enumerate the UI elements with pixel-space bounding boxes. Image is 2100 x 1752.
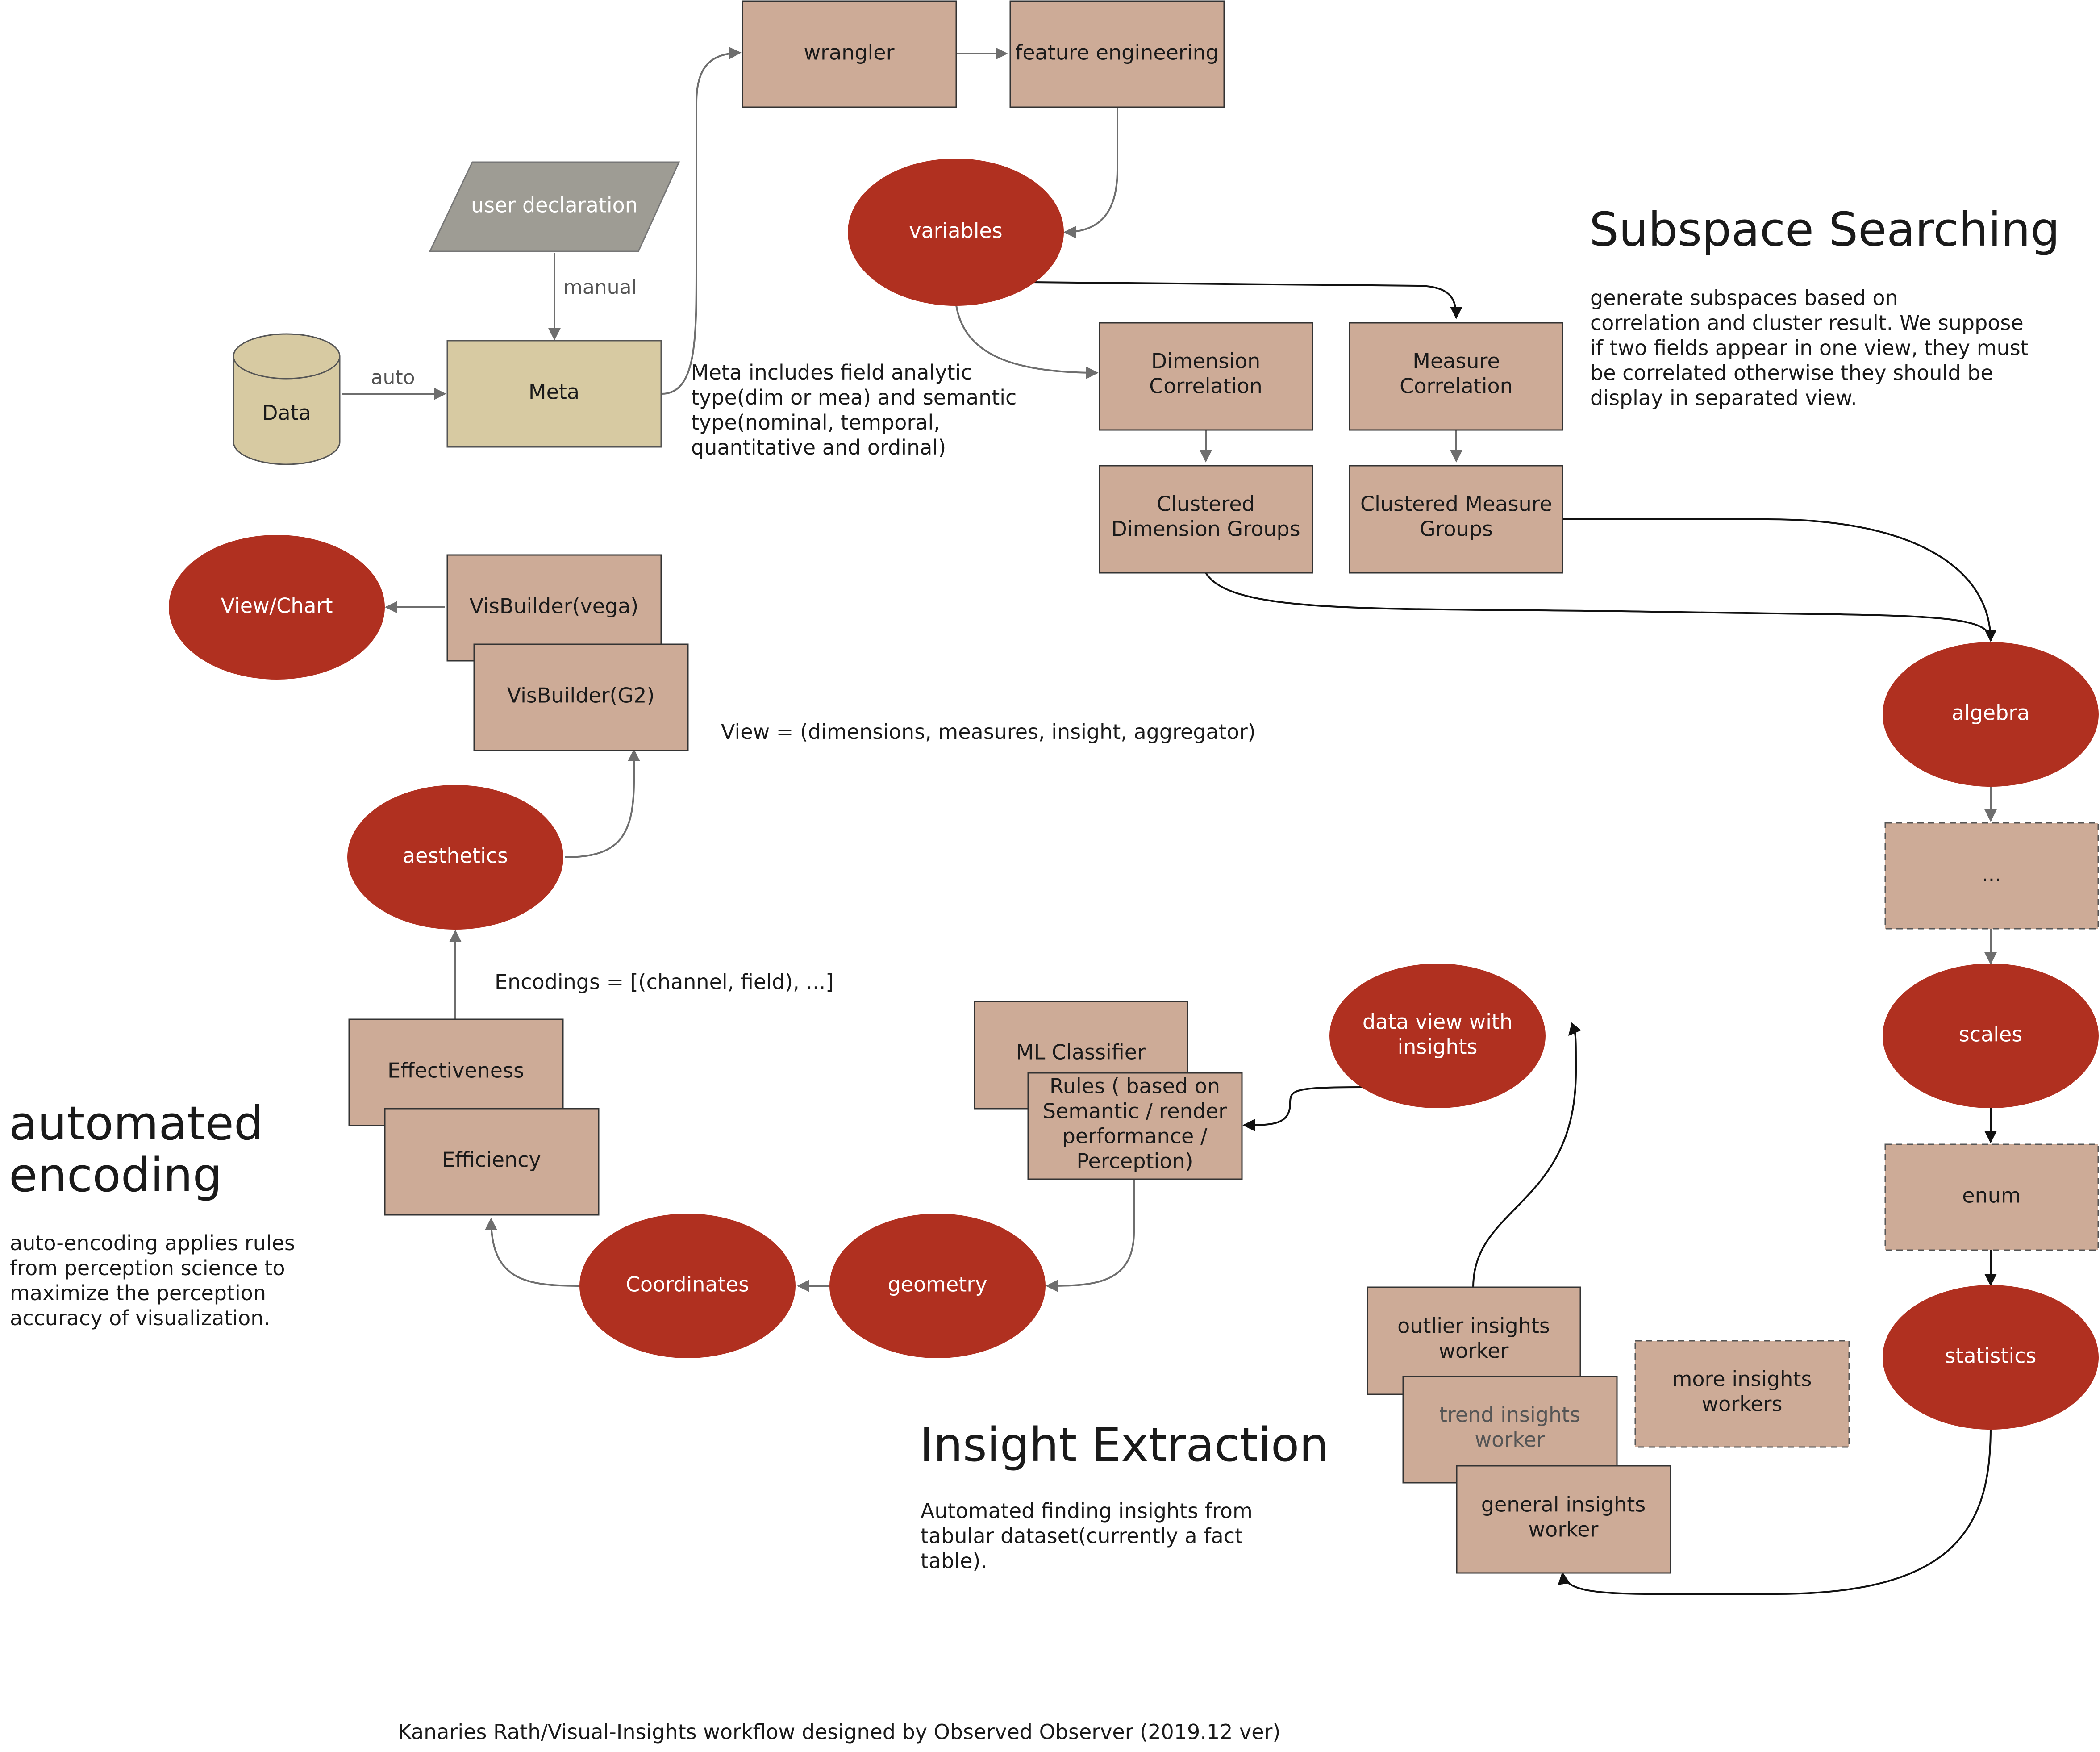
svg-text:variables: variables — [909, 219, 1003, 243]
svg-text:algebra: algebra — [1952, 701, 2030, 725]
svg-text:Dimension: Dimension — [1151, 349, 1261, 373]
general-insights-worker-box[interactable]: general insights worker — [1456, 1465, 1671, 1574]
svg-text:worker: worker — [1529, 1518, 1599, 1542]
svg-text:Semantic / render: Semantic / render — [1043, 1099, 1227, 1123]
enum-box[interactable]: enum — [1884, 1143, 2099, 1251]
encodings-formula: Encodings = [(channel, field), ...] — [495, 970, 833, 994]
svg-text:worker: worker — [1439, 1339, 1509, 1363]
insight-extraction-description: Automated finding insights from tabular … — [921, 1499, 1259, 1573]
svg-text:outlier insights: outlier insights — [1397, 1314, 1550, 1338]
svg-text:scales: scales — [1959, 1022, 2023, 1047]
edge-data-view-to-rules — [1242, 1086, 1364, 1131]
statistics-ellipse[interactable]: statistics — [1883, 1285, 2099, 1430]
feature-engineering-box[interactable]: feature engineering — [1009, 0, 1225, 108]
svg-text:Meta: Meta — [529, 380, 579, 404]
measure-correlation-box[interactable]: Measure Correlation — [1349, 322, 1563, 431]
svg-text:Effectiveness: Effectiveness — [388, 1059, 524, 1083]
edge-feature-engineering-to-variables — [1063, 107, 1118, 238]
svg-text:...: ... — [1982, 862, 2001, 886]
svg-text:trend insights: trend insights — [1439, 1403, 1580, 1427]
automated-encoding-title: automated encoding — [9, 1096, 278, 1202]
edge-rules-to-geometry — [1046, 1180, 1135, 1292]
more-insights-workers-box[interactable]: more insights workers — [1634, 1340, 1850, 1448]
edge-variables-to-dimension-correlation — [955, 305, 1099, 379]
aesthetics-ellipse[interactable]: aesthetics — [347, 785, 563, 930]
svg-text:Clustered Measure: Clustered Measure — [1360, 492, 1552, 516]
svg-text:Correlation: Correlation — [1149, 374, 1262, 398]
svg-text:Measure: Measure — [1412, 349, 1500, 373]
svg-text:Data: Data — [262, 401, 311, 425]
ellipsis-box[interactable]: ... — [1884, 822, 2099, 930]
svg-text:insights: insights — [1397, 1035, 1477, 1059]
svg-text:ML Classifier: ML Classifier — [1016, 1040, 1146, 1064]
visbuilder-vega-box[interactable]: VisBuilder(vega) — [446, 554, 662, 662]
automated-encoding-description: auto-encoding applies rules from percept… — [10, 1231, 302, 1330]
svg-text:Dimension Groups: Dimension Groups — [1111, 517, 1300, 541]
variables-ellipse[interactable]: variables — [848, 159, 1064, 306]
edge-aesthetics-to-visbuilder — [564, 749, 640, 858]
svg-text:enum: enum — [1962, 1184, 2021, 1208]
svg-text:aesthetics: aesthetics — [403, 844, 508, 868]
svg-text:performance /: performance / — [1062, 1124, 1208, 1148]
edge-label-auto: auto — [371, 366, 415, 389]
clustered-dimension-groups-box[interactable]: Clustered Dimension Groups — [1099, 465, 1313, 574]
scales-ellipse[interactable]: scales — [1883, 964, 2099, 1108]
svg-text:workers: workers — [1702, 1392, 1783, 1416]
data-view-with-insights-ellipse[interactable]: data view with insights — [1329, 964, 1546, 1108]
clustered-measure-groups-box[interactable]: Clustered Measure Groups — [1349, 465, 1563, 574]
effectiveness-box[interactable]: Effectiveness — [348, 1018, 564, 1126]
svg-text:Rules ( based on: Rules ( based on — [1050, 1074, 1220, 1098]
edge-variables-to-measure-correlation — [1031, 281, 1462, 319]
data-cylinder[interactable]: Data — [233, 333, 341, 465]
edge-meta-to-wrangler — [661, 46, 742, 395]
svg-text:worker: worker — [1475, 1428, 1545, 1452]
rules-box[interactable]: Rules ( based on Semantic / render perfo… — [1027, 1072, 1243, 1180]
efficiency-box[interactable]: Efficiency — [384, 1108, 600, 1216]
svg-text:geometry: geometry — [888, 1272, 988, 1297]
svg-text:wrangler: wrangler — [804, 41, 894, 65]
meta-note: Meta includes field analytic type(dim or… — [691, 360, 1023, 459]
svg-text:statistics: statistics — [1945, 1344, 2036, 1368]
svg-text:Groups: Groups — [1420, 517, 1493, 541]
svg-text:VisBuilder(G2): VisBuilder(G2) — [507, 684, 655, 708]
geometry-ellipse[interactable]: geometry — [829, 1214, 1046, 1358]
wrangler-box[interactable]: wrangler — [742, 0, 957, 108]
svg-text:data view with: data view with — [1362, 1010, 1512, 1034]
edge-clustered-dimension-to-algebra — [1205, 572, 1997, 642]
footer-credit: Kanaries Rath/Visual-Insights workflow d… — [398, 1720, 1281, 1744]
svg-text:Perception): Perception) — [1076, 1149, 1193, 1173]
trend-insights-worker-box[interactable]: trend insights worker — [1402, 1376, 1618, 1484]
edge-outlier-worker-to-data-view — [1472, 1022, 1581, 1288]
edges: auto manual — [342, 46, 1997, 1595]
edge-coordinates-to-efficiency — [485, 1218, 582, 1287]
edge-statistics-to-general-insights — [1558, 1428, 1992, 1595]
svg-text:Efficiency: Efficiency — [442, 1148, 541, 1172]
edge-label-manual: manual — [563, 276, 637, 299]
meta-box[interactable]: Meta — [446, 340, 662, 448]
svg-text:Clustered: Clustered — [1157, 492, 1255, 516]
svg-text:VisBuilder(vega): VisBuilder(vega) — [470, 594, 639, 618]
subspace-searching-description: generate subspaces based on correlation … — [1590, 286, 2035, 410]
svg-text:View/Chart: View/Chart — [221, 594, 333, 618]
svg-text:Correlation: Correlation — [1400, 374, 1513, 398]
svg-text:Coordinates: Coordinates — [626, 1272, 749, 1297]
dimension-correlation-box[interactable]: Dimension Correlation — [1099, 322, 1313, 431]
svg-text:more insights: more insights — [1672, 1367, 1812, 1391]
visbuilder-g2-box[interactable]: VisBuilder(G2) — [473, 643, 689, 751]
svg-text:user declaration: user declaration — [471, 193, 638, 217]
coordinates-ellipse[interactable]: Coordinates — [579, 1214, 796, 1358]
subspace-searching-title: Subspace Searching — [1589, 202, 2060, 257]
svg-text:feature engineering: feature engineering — [1015, 41, 1219, 65]
svg-text:general insights: general insights — [1481, 1493, 1646, 1517]
user-declaration-parallelogram[interactable]: user declaration — [429, 161, 680, 252]
view-formula: View = (dimensions, measures, insight, a… — [721, 720, 1256, 744]
algebra-ellipse[interactable]: algebra — [1883, 642, 2099, 787]
edge-clustered-measure-to-algebra — [1562, 518, 1997, 642]
view-chart-ellipse[interactable]: View/Chart — [169, 535, 385, 680]
insight-extraction-title: Insight Extraction — [920, 1418, 1329, 1472]
